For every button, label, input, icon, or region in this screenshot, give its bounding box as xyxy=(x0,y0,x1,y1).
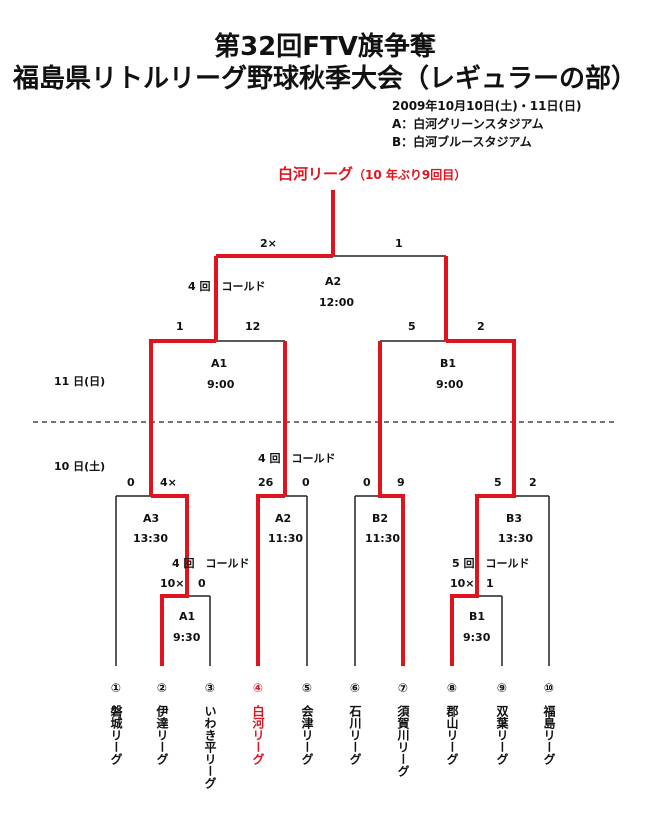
b1r1-venue: B1 xyxy=(469,610,486,623)
a3-venue: A3 xyxy=(143,512,160,525)
a2-score-left: 26 xyxy=(258,476,274,489)
team2-path xyxy=(151,494,189,666)
b1r1-score-right: 1 xyxy=(486,577,494,590)
team-seed: ① xyxy=(110,681,122,695)
semi-b-time: 9:00 xyxy=(436,378,464,391)
team-seed: ⑨ xyxy=(496,681,508,695)
a2-note: 4 回 コールド xyxy=(258,452,336,465)
b2-score-right: 9 xyxy=(397,476,405,489)
team-name: 石川リーグ xyxy=(348,705,362,765)
final-score-left: 2× xyxy=(260,237,277,250)
b2-score-left: 0 xyxy=(363,476,371,489)
team-name: 須賀川リーグ xyxy=(396,705,410,777)
b3-venue: B3 xyxy=(506,512,523,525)
team-name: 会津リーグ xyxy=(300,705,314,765)
b1r1-note: 5 回 コールド xyxy=(452,557,530,570)
team4-path xyxy=(256,494,285,666)
b3-time: 13:30 xyxy=(498,532,534,545)
a1r1-score-right: 0 xyxy=(198,577,206,590)
page-title-line2: 福島県リトルリーグ野球秋季大会（レギュラーの部） xyxy=(12,64,637,94)
a1r1-note: 4 回 コールド xyxy=(172,557,250,570)
a1r1-score-left: 10× xyxy=(160,577,185,590)
team-name: 伊達リーグ xyxy=(155,705,169,765)
date-text: 2009年10月10日(土)・11日(日) xyxy=(392,99,582,113)
a2-venue: A2 xyxy=(275,512,292,525)
final-score-right: 1 xyxy=(395,237,403,250)
team-seed: ⑩ xyxy=(543,681,555,695)
final-note: 4 回 コールド xyxy=(188,280,266,293)
a3-to-semi xyxy=(149,339,216,496)
champion-name: 白河リーグ xyxy=(278,165,354,183)
team-seed: ⑦ xyxy=(397,681,409,695)
day11-label: 11 日(日) xyxy=(54,375,106,388)
semi-a-venue: A1 xyxy=(211,357,228,370)
semi-b-venue: B1 xyxy=(440,357,457,370)
final-venue: A2 xyxy=(325,275,342,288)
team-name: 磐城リーグ xyxy=(109,705,123,765)
b3-score-right: 2 xyxy=(529,476,537,489)
team7-path xyxy=(378,341,405,666)
b2-time: 11:30 xyxy=(365,532,401,545)
semi-a-score-left: 1 xyxy=(176,320,184,333)
a3-score-right: 4× xyxy=(160,476,177,489)
team8-path xyxy=(446,339,516,666)
semi-a-score-right: 12 xyxy=(245,320,261,333)
team-seed: ⑥ xyxy=(349,681,361,695)
a3-time: 13:30 xyxy=(133,532,169,545)
page-title-line1: 第32回FTV旗争奪 xyxy=(214,32,436,62)
champion-label: 白河リーグ（10 年ぶり9回目） xyxy=(278,163,466,184)
a3-score-left: 0 xyxy=(127,476,135,489)
team-seed: ② xyxy=(156,681,168,695)
team-name-champion: 白河リーグ xyxy=(251,705,265,765)
venue-a-text: A：白河グリーンスタジアム xyxy=(392,117,544,131)
venue-b-text: B：白河ブルースタジアム xyxy=(392,135,532,149)
b1r1-score-left: 10× xyxy=(450,577,475,590)
b3-score-left: 5 xyxy=(494,476,502,489)
champion-note: （10 年ぶり9回目） xyxy=(353,168,467,182)
team-name: 郡山リーグ xyxy=(445,705,459,765)
semi-a-time: 9:00 xyxy=(207,378,235,391)
a1r1-time: 9:30 xyxy=(173,631,201,644)
a2-score-right: 0 xyxy=(302,476,310,489)
team-seed-champion: ④ xyxy=(252,681,264,695)
b1r1-time: 9:30 xyxy=(463,631,491,644)
team-name: いわき平リーグ xyxy=(203,705,217,789)
day10-label: 10 日(土) xyxy=(54,460,106,473)
team-seed: ③ xyxy=(204,681,216,695)
team-name: 双葉リーグ xyxy=(495,705,509,765)
semi-b-score-right: 2 xyxy=(477,320,485,333)
team-seed: ⑤ xyxy=(301,681,313,695)
final-time: 12:00 xyxy=(319,296,355,309)
b2-venue: B2 xyxy=(372,512,389,525)
team-seed: ⑧ xyxy=(446,681,458,695)
semi-b-score-left: 5 xyxy=(408,320,416,333)
team-name: 福島リーグ xyxy=(542,705,556,765)
a1r1-venue: A1 xyxy=(179,610,196,623)
a2-time: 11:30 xyxy=(268,532,304,545)
